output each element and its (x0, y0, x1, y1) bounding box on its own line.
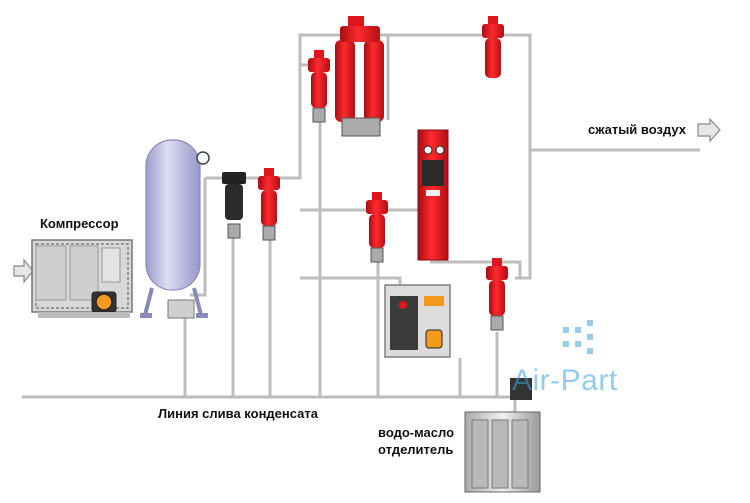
oil-water-separator (464, 378, 541, 493)
compressed-air-label: сжатый воздух (588, 122, 686, 137)
main-air-loop (205, 33, 532, 280)
drain-line-label: Линия слива конденсата (158, 406, 318, 421)
arrow-right-icon (13, 258, 34, 284)
filter-unit (482, 16, 504, 78)
air-receiver-tank (140, 139, 210, 319)
separator-label-line1: водо-масло (378, 425, 455, 440)
watermark-text: Air-Part (512, 364, 618, 397)
filter-unit (308, 50, 330, 123)
compressor-label: Компрессор (40, 216, 119, 231)
pipe-network (22, 33, 700, 415)
separator-label-line2: отделитель (378, 442, 454, 457)
compressor (13, 239, 133, 318)
air-branches (300, 35, 522, 285)
filter-unit (486, 258, 508, 331)
pressure-gauge-icon (196, 151, 210, 165)
refrigerated-dryer-cabinet (417, 129, 449, 261)
filter-unit (366, 192, 388, 263)
arrow-right-icon (697, 117, 721, 143)
adsorption-dryer (335, 16, 384, 137)
pre-filter-black (222, 172, 246, 239)
dryer-unit (384, 284, 451, 358)
drain-branches (183, 120, 499, 397)
watermark-logo-icon (563, 320, 593, 354)
filter-unit (258, 168, 280, 241)
